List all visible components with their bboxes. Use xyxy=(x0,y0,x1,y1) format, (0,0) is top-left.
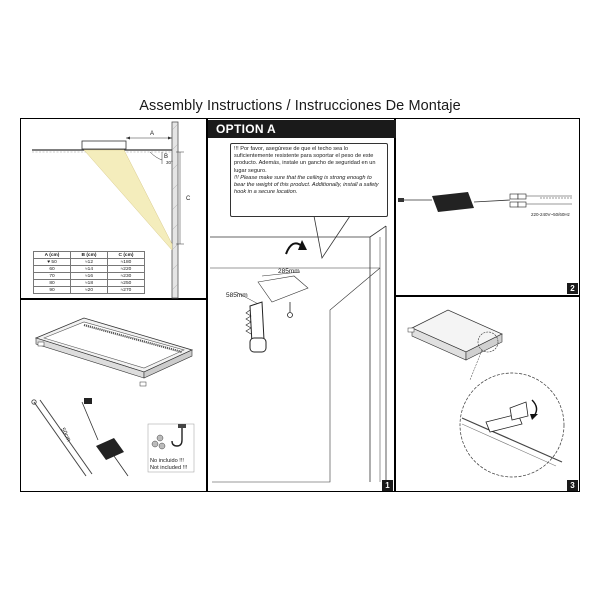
step-number-2: 2 xyxy=(567,283,578,294)
safety-note: !!! Por favor, asegúrese de que el techo… xyxy=(230,143,388,217)
table-row: 60 ≈14 ≈220 xyxy=(33,265,145,273)
divider-right-h xyxy=(394,295,580,297)
table-row: 70 ≈16 ≈230 xyxy=(33,272,145,280)
wiring-diagram xyxy=(398,192,572,212)
instruction-sheet xyxy=(20,118,580,492)
step-number-3: 3 xyxy=(567,480,578,491)
table-cell: ≈230 xyxy=(107,272,145,280)
table-row: ♥ 50 ≈12 ≈180 xyxy=(33,258,145,266)
table-cell: ≈12 xyxy=(70,258,108,266)
step-number-1: 1 xyxy=(382,480,393,491)
table-cell: ≈16 xyxy=(70,272,108,280)
table-header: B (cm) xyxy=(70,251,108,259)
dim-a-label: A xyxy=(150,131,155,137)
not-included-es: No incluido !!! xyxy=(150,458,184,464)
page-title: Assembly Instructions / Instrucciones De… xyxy=(139,98,461,114)
not-included-en: Not included !!! xyxy=(150,465,188,471)
safety-note-en: !!! Please make sure that the ceiling is… xyxy=(234,174,379,196)
table-cell: ≈270 xyxy=(107,286,145,294)
divider-left-h xyxy=(20,298,207,300)
table-cell: ≈250 xyxy=(107,279,145,287)
divider-right xyxy=(394,118,396,492)
table-cell: ≈20 xyxy=(70,286,108,294)
voltage-label: 220-240V~50/60Hz xyxy=(531,212,570,217)
table-cell: ≈220 xyxy=(107,265,145,273)
table-cell: 70 xyxy=(33,272,71,280)
safety-note-es: !!! Por favor, asegúrese de que el techo… xyxy=(234,146,376,174)
table-header: C (cm) xyxy=(107,251,145,259)
not-included-note: No incluido !!! Not included !!! xyxy=(150,458,187,472)
table-row: 90 ≈20 ≈270 xyxy=(33,286,145,294)
table-cell: ≈18 xyxy=(70,279,108,287)
table-cell: ≈14 xyxy=(70,265,108,273)
table-header: A (cm) xyxy=(33,251,71,259)
table-cell: ≈180 xyxy=(107,258,145,266)
table-cell: 60 xyxy=(33,265,71,273)
angle-label: 30° xyxy=(166,160,173,165)
option-a-banner: OPTION A xyxy=(208,120,396,138)
table-row: 80 ≈18 ≈250 xyxy=(33,279,145,287)
dim-c-label: C xyxy=(186,196,191,202)
table-cell: 90 xyxy=(33,286,71,294)
dim-b-label: B xyxy=(164,154,169,160)
ceiling-geometry-diagram xyxy=(32,121,184,299)
length-dimension: 585mm xyxy=(226,292,248,299)
width-dimension: 285mm xyxy=(278,268,300,275)
distance-table: A (cm) B (cm) C (cm) ♥ 50 ≈12 ≈180 60 ≈1… xyxy=(33,251,145,294)
option-a-installation xyxy=(210,215,387,483)
divider-left xyxy=(206,118,208,492)
bracket-detail-diagram xyxy=(407,309,565,478)
table-cell: 80 xyxy=(33,279,71,287)
parts-diagram xyxy=(31,317,195,477)
table-cell: ♥ 50 xyxy=(33,258,71,266)
